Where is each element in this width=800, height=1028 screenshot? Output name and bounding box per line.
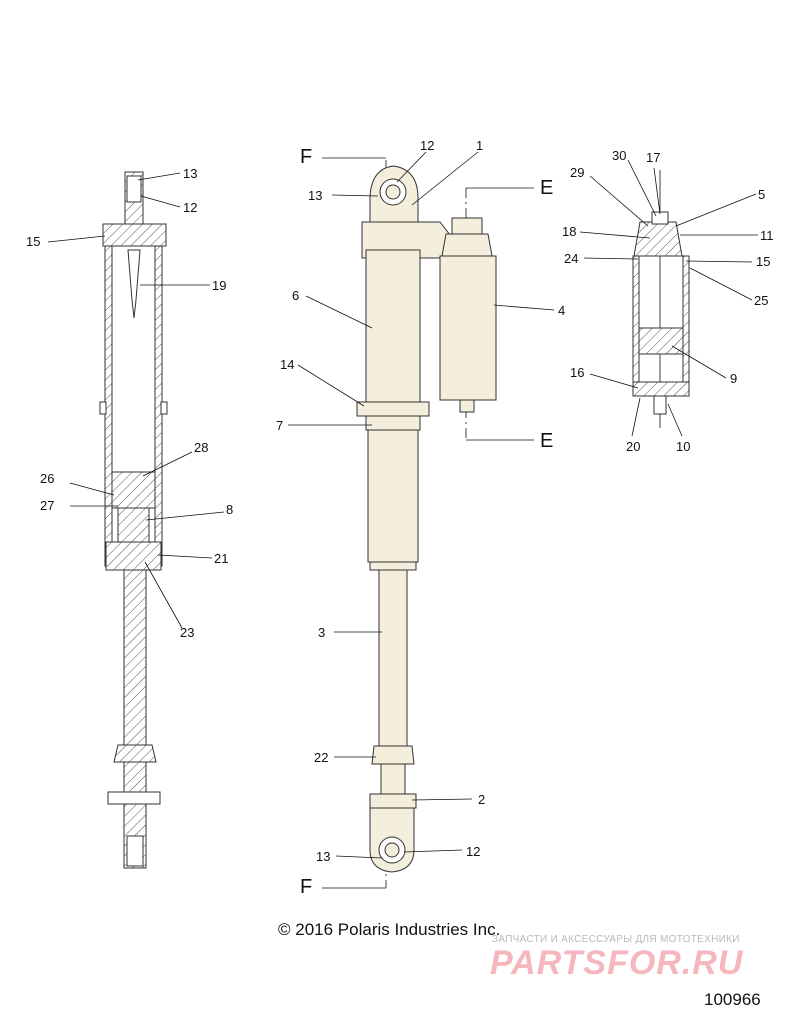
piston-section (111, 471, 156, 509)
cross-section-view (99, 171, 168, 869)
section-e-bottom: E (540, 430, 553, 452)
callout-22: 22 (314, 750, 328, 765)
reservoir-body (439, 255, 497, 401)
callout-13: 13 (183, 166, 197, 181)
callout-7: 7 (276, 418, 283, 433)
rod-end-neck (380, 763, 406, 795)
callout-17: 17 (646, 150, 660, 165)
callout-12: 12 (183, 200, 197, 215)
preload-ring (356, 401, 430, 417)
callout-18: 18 (562, 224, 576, 239)
callout-labels: 13 12 15 19 26 27 28 8 21 23 13 12 1 6 4… (26, 138, 774, 864)
callout-8: 8 (226, 502, 233, 517)
callout-5: 5 (758, 187, 765, 202)
bottom-mount-pin (384, 842, 400, 858)
body-end-cap (369, 561, 417, 571)
callout-24: 24 (564, 251, 578, 266)
reservoir-cap-section (633, 221, 683, 257)
callout-10: 10 (676, 439, 690, 454)
watermark-logo: PARTSFOR.RU (490, 944, 744, 982)
callout-29: 29 (570, 165, 584, 180)
section-f-top: F (300, 146, 312, 168)
shock-body (365, 249, 421, 403)
callout-12: 12 (420, 138, 434, 153)
reservoir-wall-right (682, 255, 690, 397)
top-cap-section (102, 223, 167, 247)
callout-13: 13 (316, 849, 330, 864)
shaft-lower (123, 761, 147, 793)
callout-6: 6 (292, 288, 299, 303)
reservoir-end-stem (459, 399, 475, 413)
callout-27: 27 (40, 498, 54, 513)
callout-14: 14 (280, 357, 294, 372)
watermark-tagline: ЗАПЧАСТИ И АКСЕССУАРЫ ДЛЯ МОТОТЕХНИКИ (492, 934, 740, 945)
section-marks: F F E E (300, 146, 553, 898)
reservoir-section-view (632, 170, 690, 428)
callout-20: 20 (626, 439, 640, 454)
callout-26: 26 (40, 471, 54, 486)
reservoir-stem-section (653, 395, 667, 415)
callout-25: 25 (754, 293, 768, 308)
section-e-top: E (540, 177, 553, 199)
copyright-notice: © 2016 Polaris Industries Inc. (278, 920, 501, 939)
callout-21: 21 (214, 551, 228, 566)
lower-eye-bushing (126, 835, 144, 867)
seal-head-section (105, 541, 162, 571)
reservoir-end-section (632, 381, 690, 397)
callout-3: 3 (318, 625, 325, 640)
callout-1: 1 (476, 138, 483, 153)
callout-23: 23 (180, 625, 194, 640)
bump-stop-needle (127, 249, 141, 319)
assembled-shock-view (356, 160, 497, 888)
reservoir-cap-knob (451, 217, 483, 235)
reservoir-cap (441, 233, 493, 257)
callout-15: 15 (756, 254, 770, 269)
lower-body (367, 429, 419, 563)
piston-stack (117, 507, 150, 543)
bottom-out-bumper (371, 745, 415, 765)
callout-30: 30 (612, 148, 626, 163)
callout-15: 15 (26, 234, 40, 249)
bumper-section (113, 744, 157, 763)
ifp-section (638, 327, 684, 355)
callout-28: 28 (194, 440, 208, 455)
callout-12: 12 (466, 844, 480, 859)
lower-flange (107, 791, 161, 805)
leader-lines (47, 151, 758, 859)
callout-13: 13 (308, 188, 322, 203)
callout-11: 11 (760, 228, 774, 243)
section-f-bottom: F (300, 876, 312, 898)
callout-9: 9 (730, 371, 737, 386)
callout-19: 19 (212, 278, 226, 293)
callout-2: 2 (478, 792, 485, 807)
piston-rod (378, 569, 408, 747)
diagram-reference-number: 100966 (704, 990, 761, 1009)
top-mount-pin (385, 184, 401, 200)
shaft-section (123, 569, 147, 751)
wall-clip-right (160, 401, 168, 415)
callout-16: 16 (570, 365, 584, 380)
lower-collar (365, 415, 421, 431)
callout-4: 4 (558, 303, 565, 318)
rod-end-collar (369, 793, 417, 809)
top-eye-bushing (126, 175, 142, 203)
reservoir-wall-left (632, 255, 640, 397)
wall-clip-left (99, 401, 107, 415)
